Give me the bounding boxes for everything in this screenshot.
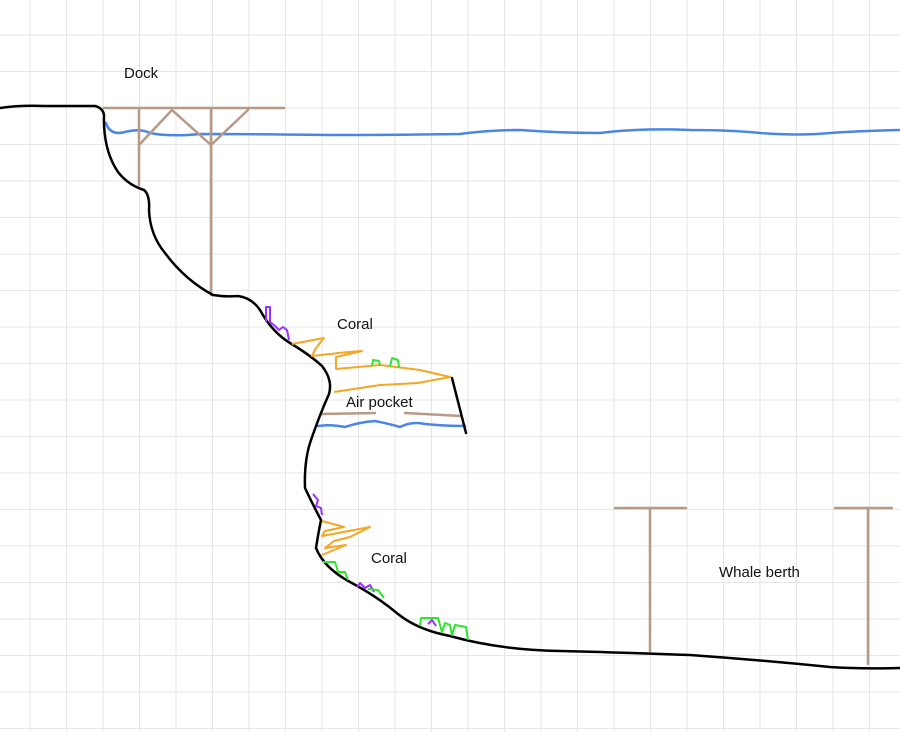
seabed-terrain-line [0,104,900,670]
dock-structure [102,106,286,297]
coral-orange-upper [291,337,451,393]
water-surface-line [104,121,900,137]
air-pocket-label: Air pocket [346,394,413,411]
dock-label: Dock [124,65,159,82]
coral-purple-lower [312,493,437,627]
coral-green-lower [323,561,469,641]
coral-green-upper [371,357,400,369]
whale-berth-label: Whale berth [719,564,800,581]
coral-purple-upper [265,306,290,341]
coral-orange-lower [321,520,371,556]
coral-label-upper: Coral [337,316,373,333]
air-pocket-beams [320,411,463,418]
cave-right-wall-line [450,376,468,435]
whale-berth-posts [613,506,894,666]
coral-label-lower: Coral [371,550,407,567]
air-pocket-water-line [316,419,467,429]
